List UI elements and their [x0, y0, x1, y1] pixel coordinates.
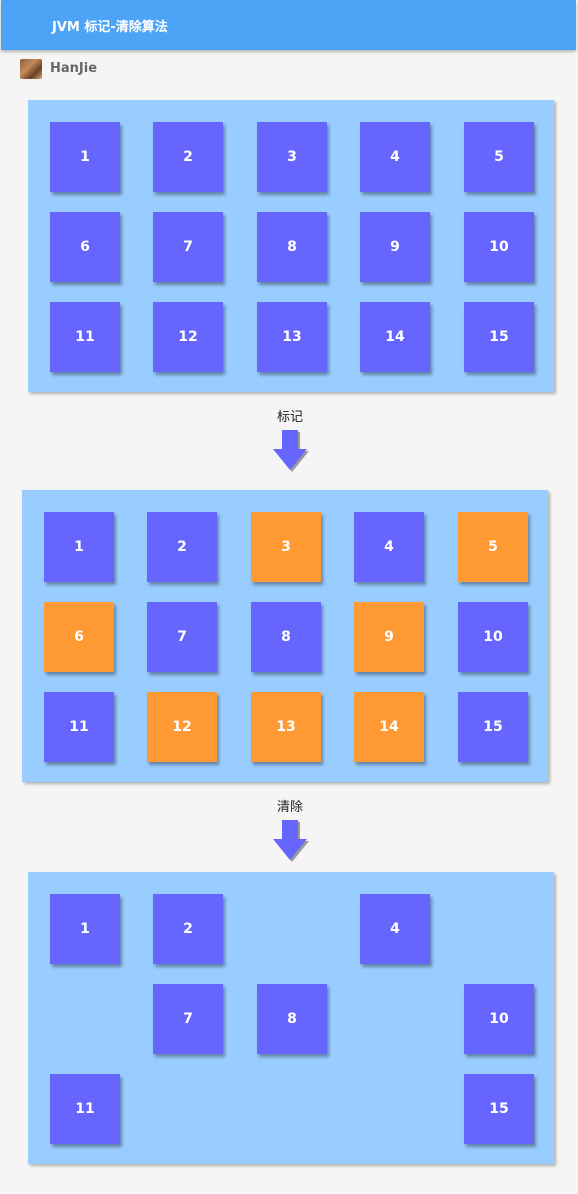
memory-block: 15: [464, 302, 534, 372]
memory-block: 11: [50, 1074, 120, 1144]
memory-block: 7: [153, 984, 223, 1054]
step-label-sweep: 清除: [276, 800, 303, 815]
arrow-down-icon: [273, 430, 309, 472]
memory-block: 8: [257, 212, 327, 282]
memory-block: 7: [147, 602, 217, 672]
memory-block: 1: [50, 894, 120, 964]
marked-memory-block: 13: [251, 692, 321, 762]
memory-block: 8: [251, 602, 321, 672]
memory-block: 10: [464, 212, 534, 282]
title-bar: JVM 标记-清除算法: [1, 0, 576, 50]
memory-block: 10: [464, 984, 534, 1054]
memory-block: 6: [50, 212, 120, 282]
avatar: [20, 59, 42, 79]
memory-block: 10: [458, 602, 528, 672]
marked-memory-block: 5: [458, 512, 528, 582]
author-name: HanJie: [50, 61, 98, 76]
memory-block: 4: [354, 512, 424, 582]
marked-memory-block: 3: [251, 512, 321, 582]
memory-block: 2: [153, 122, 223, 192]
memory-block: 15: [458, 692, 528, 762]
marked-memory-block: 12: [147, 692, 217, 762]
memory-block: 11: [50, 302, 120, 372]
memory-block: 2: [147, 512, 217, 582]
memory-block: 5: [464, 122, 534, 192]
memory-block: 7: [153, 212, 223, 282]
memory-block: 15: [464, 1074, 534, 1144]
page-title: JVM 标记-清除算法: [52, 20, 168, 35]
step-label-mark: 标记: [276, 410, 303, 425]
memory-block: 14: [360, 302, 430, 372]
marked-memory-block: 14: [354, 692, 424, 762]
marked-memory-block: 6: [44, 602, 114, 672]
memory-block: 12: [153, 302, 223, 372]
memory-block: 9: [360, 212, 430, 282]
memory-block: 11: [44, 692, 114, 762]
memory-block: 13: [257, 302, 327, 372]
memory-block: 1: [44, 512, 114, 582]
memory-block: 1: [50, 122, 120, 192]
memory-block: 3: [257, 122, 327, 192]
memory-block: 4: [360, 894, 430, 964]
memory-block: 8: [257, 984, 327, 1054]
memory-block: 2: [153, 894, 223, 964]
arrow-down-icon: [273, 820, 309, 862]
marked-memory-block: 9: [354, 602, 424, 672]
memory-block: 4: [360, 122, 430, 192]
